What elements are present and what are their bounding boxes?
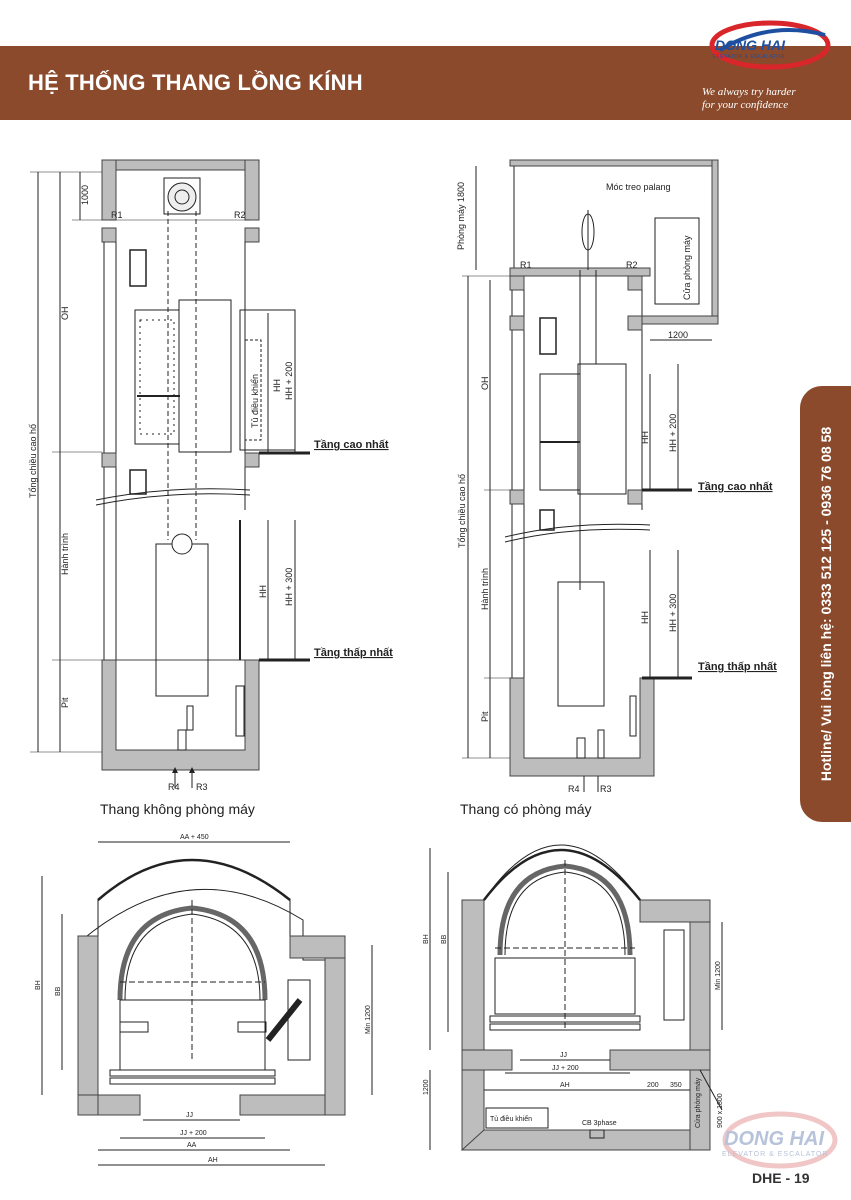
right-plan-jj200: JJ + 200 (552, 1065, 579, 1072)
right-elevation (462, 159, 719, 792)
slogan-line-2: for your confidence (702, 99, 789, 111)
caption-left: Thang không phòng máy (100, 801, 255, 817)
right-hh-top: HH (640, 431, 650, 444)
left-hh-bottom: HH (258, 585, 268, 598)
page-title: HỆ THỐNG THANG LỒNG KÍNH (28, 70, 363, 95)
right-plan-200: 200 (647, 1082, 659, 1089)
right-plan-350: 350 (670, 1082, 682, 1089)
right-r3: R3 (600, 784, 612, 794)
right-plan-jj: JJ (560, 1052, 567, 1059)
hotline-tab (800, 386, 851, 822)
left-r2: R2 (234, 210, 246, 220)
left-dim-1000: 1000 (80, 185, 90, 205)
left-plan-aa: AA (187, 1142, 197, 1149)
left-r1: R1 (111, 210, 123, 220)
left-hh-300: HH + 300 (284, 568, 294, 606)
right-plan-cabinet: Tủ điều khiển (490, 1114, 532, 1123)
header-band (0, 46, 851, 120)
right-pit: Pit (480, 711, 490, 722)
left-r4: R4 (168, 782, 180, 792)
right-plan-cb: CB 3phase (582, 1120, 617, 1127)
left-plan-jj: JJ (186, 1112, 193, 1119)
right-plan (429, 844, 723, 1151)
left-travel: Hành trình (60, 533, 70, 575)
left-plan-jj200: JJ + 200 (180, 1130, 207, 1137)
left-oh: OH (60, 307, 70, 321)
right-plan-ah: AH (560, 1082, 570, 1089)
left-elevation (30, 159, 310, 788)
right-oh: OH (480, 377, 490, 391)
right-r4: R4 (568, 784, 580, 794)
left-cabinet-label: Tủ điều khiển (250, 374, 260, 428)
right-machine-room: Phòng máy 1800 (456, 182, 466, 250)
right-plan-1200: 1200 (423, 1079, 430, 1095)
left-top-floor: Tầng cao nhất (314, 439, 389, 451)
dong-hai-logo (709, 20, 831, 70)
logo-subtitle: ELEVATOR & ESCALATOR (713, 54, 785, 60)
left-r3: R3 (196, 782, 208, 792)
slogan-line-1: We always try harder (702, 86, 796, 98)
left-hh-200: HH + 200 (284, 362, 294, 400)
right-machine-door: Cửa phòng máy (682, 235, 692, 300)
left-plan (41, 841, 373, 1166)
right-hh-200: HH + 200 (668, 414, 678, 452)
right-top-floor: Tầng cao nhất (698, 481, 773, 493)
right-plan-bh: BH (423, 934, 430, 944)
right-travel: Hành trình (480, 568, 490, 610)
left-plan-bh: BH (35, 980, 42, 990)
right-hh-300: HH + 300 (668, 594, 678, 632)
right-bottom-floor: Tầng thấp nhất (698, 661, 777, 673)
watermark-subtitle: ELEVATOR & ESCALATOR (722, 1151, 829, 1158)
left-total-height: Tổng chiều cao hố (28, 424, 38, 498)
right-plan-machine-door: Cửa phòng máy (694, 1077, 702, 1128)
right-plan-door-size: 900 x 1800 (717, 1093, 724, 1128)
right-r1: R1 (520, 260, 532, 270)
left-plan-bb: BB (55, 986, 62, 996)
right-total-height: Tổng chiều cao hố (457, 474, 467, 548)
right-hook: Móc treo palang (606, 182, 671, 192)
right-plan-min1200: Min 1200 (715, 961, 722, 990)
left-plan-min1200: Min 1200 (365, 1005, 372, 1034)
left-pit: Pit (60, 697, 70, 708)
caption-right: Thang có phòng máy (460, 801, 592, 817)
left-plan-ah: AH (208, 1157, 218, 1164)
right-dim-1200: 1200 (668, 330, 688, 340)
left-hh-top: HH (272, 379, 282, 392)
logo-name: DONG HAI (715, 37, 785, 53)
left-bottom-floor: Tầng thấp nhất (314, 647, 393, 659)
page-number: DHE - 19 (752, 1170, 810, 1186)
left-plan-aa450: AA + 450 (180, 834, 209, 841)
watermark-logo (722, 1111, 838, 1169)
right-plan-bb: BB (441, 934, 448, 944)
right-r2: R2 (626, 260, 638, 270)
watermark-name: DONG HAI (724, 1128, 824, 1150)
right-hh-bottom: HH (640, 611, 650, 624)
